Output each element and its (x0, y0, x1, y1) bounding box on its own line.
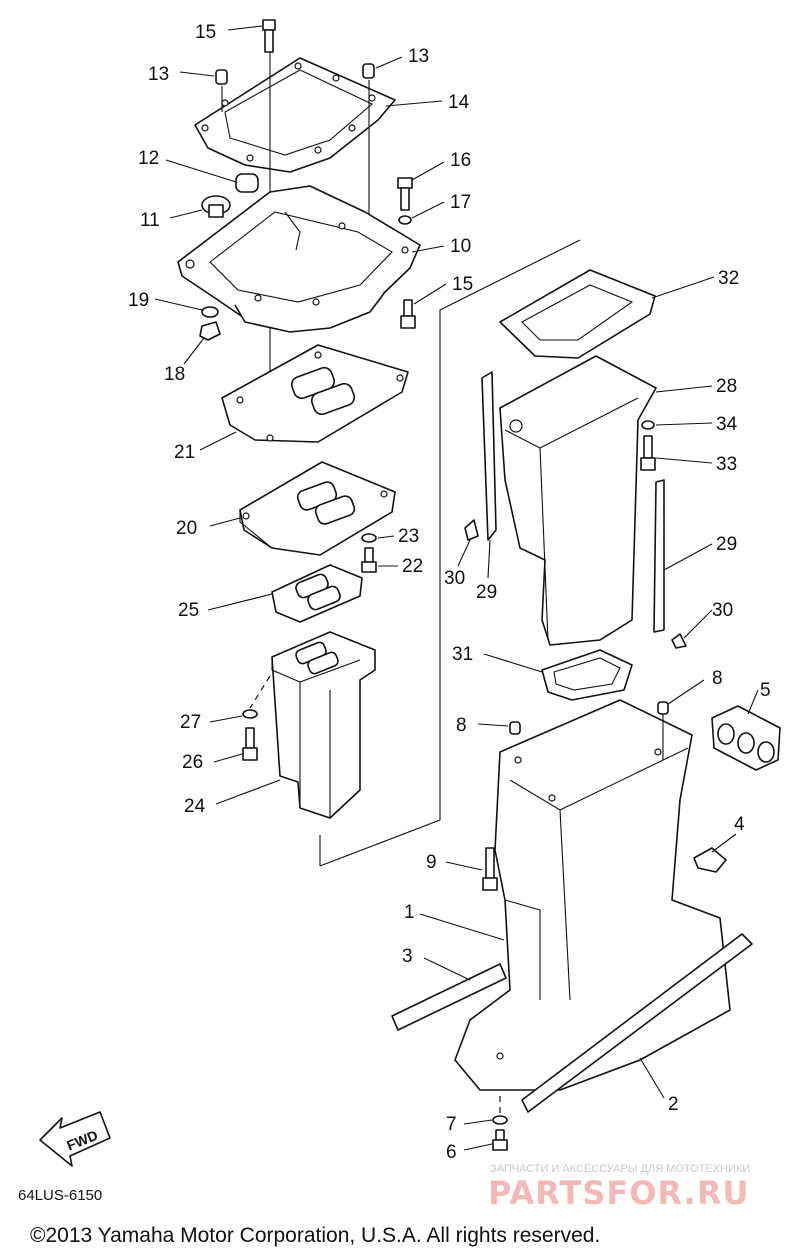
part-29-seal-strip-right (653, 479, 665, 633)
callout-21: 21 (174, 442, 195, 463)
callout-29-left: 29 (476, 582, 497, 603)
part-11-plug (201, 195, 231, 218)
fwd-arrow-icon: FWD (39, 1111, 111, 1167)
part-19-washer (201, 306, 219, 318)
callout-12: 12 (138, 148, 159, 169)
part-8-dowel-right (657, 701, 669, 715)
callout-8-right: 8 (712, 668, 723, 689)
callout-34: 34 (716, 414, 738, 435)
callout-22: 22 (402, 556, 423, 577)
part-10-upper-casing (177, 185, 421, 333)
callout-labels: 15 13 13 14 12 16 11 17 10 15 19 18 32 2… (128, 22, 771, 1163)
leader-lines (154, 25, 759, 1151)
callout-27: 27 (180, 712, 201, 733)
part-23-washer (361, 533, 377, 543)
part-9-bolt (482, 847, 498, 891)
callout-25: 25 (178, 600, 199, 621)
callout-28: 28 (716, 376, 737, 397)
part-7-washer (492, 1115, 508, 1125)
part-15-bolt-top (262, 19, 276, 53)
part-6-bolt (492, 1129, 508, 1151)
part-30-clip-left (464, 519, 479, 541)
part-22-bolt (361, 547, 377, 573)
callout-7: 7 (446, 1114, 457, 1135)
diagram-code: 64LUS-6150 (18, 1187, 102, 1204)
part-13-dowel-left (215, 69, 228, 85)
callout-1: 1 (404, 902, 415, 923)
callout-26: 26 (182, 752, 203, 773)
callout-13-right: 13 (408, 46, 429, 67)
part-1-drive-shaft-housing (454, 699, 731, 1091)
callout-24: 24 (184, 796, 206, 817)
callout-30-right: 30 (712, 600, 733, 621)
callout-19: 19 (128, 290, 149, 311)
callout-2: 2 (668, 1094, 679, 1115)
callout-29-right: 29 (716, 534, 737, 555)
part-14-gasket (194, 57, 396, 173)
callout-31: 31 (452, 644, 473, 665)
part-18-nut (199, 321, 221, 341)
part-20-exhaust-guide (239, 461, 396, 556)
part-13-dowel-right (362, 63, 375, 79)
callout-14: 14 (448, 92, 470, 113)
part-3-strip (391, 963, 507, 1031)
callout-8-left: 8 (456, 715, 467, 736)
part-34-washer (641, 420, 655, 430)
callout-5: 5 (760, 680, 771, 701)
callout-9: 9 (426, 852, 437, 873)
part-8-dowel-left (509, 721, 521, 735)
part-31-seal (541, 649, 633, 701)
part-30-clip-right (671, 633, 687, 649)
part-32-gasket (499, 269, 656, 359)
callout-15-lower: 15 (452, 274, 473, 295)
callout-6: 6 (446, 1142, 457, 1163)
part-2-strip (521, 933, 753, 1113)
part-27-washer (242, 709, 258, 719)
callout-18: 18 (164, 364, 185, 385)
callout-10: 10 (450, 236, 471, 257)
part-12-fitting (235, 173, 259, 193)
callout-30-left: 30 (444, 568, 465, 589)
callout-32: 32 (718, 268, 739, 289)
callout-17: 17 (450, 192, 471, 213)
part-28-muffler (499, 355, 657, 646)
watermark: ЗАПЧАСТИ И АКСЕССУАРЫ ДЛЯ МОТОТЕХНИКИ PA… (488, 1163, 750, 1212)
callout-16: 16 (450, 150, 471, 171)
part-26-bolt (242, 727, 258, 761)
part-15-bolt-lower (400, 299, 416, 329)
part-21-gasket (221, 344, 409, 443)
callout-20: 20 (176, 518, 197, 539)
callout-11: 11 (140, 210, 160, 231)
callout-15-top: 15 (195, 22, 216, 43)
watermark-brand: PARTSFOR.RU (488, 1174, 749, 1212)
callout-33: 33 (716, 454, 737, 475)
callout-23: 23 (398, 526, 419, 547)
part-16-bolt (397, 177, 413, 211)
callout-13-left: 13 (148, 64, 169, 85)
callout-3: 3 (402, 946, 413, 967)
callout-4: 4 (734, 814, 745, 835)
part-33-bolt (640, 435, 656, 471)
copyright-notice: ©2013 Yamaha Motor Corporation, U.S.A. A… (30, 1224, 600, 1247)
part-17-washer (398, 215, 412, 225)
part-25-gasket (271, 564, 363, 623)
part-5-grommet (711, 705, 781, 771)
part-24-exhaust-manifold (271, 631, 376, 819)
part-29-seal-strip-left (481, 371, 497, 541)
part-4-plug (693, 847, 727, 873)
watermark-tagline: ЗАПЧАСТИ И АКСЕССУАРЫ ДЛЯ МОТОТЕХНИКИ (490, 1163, 750, 1175)
